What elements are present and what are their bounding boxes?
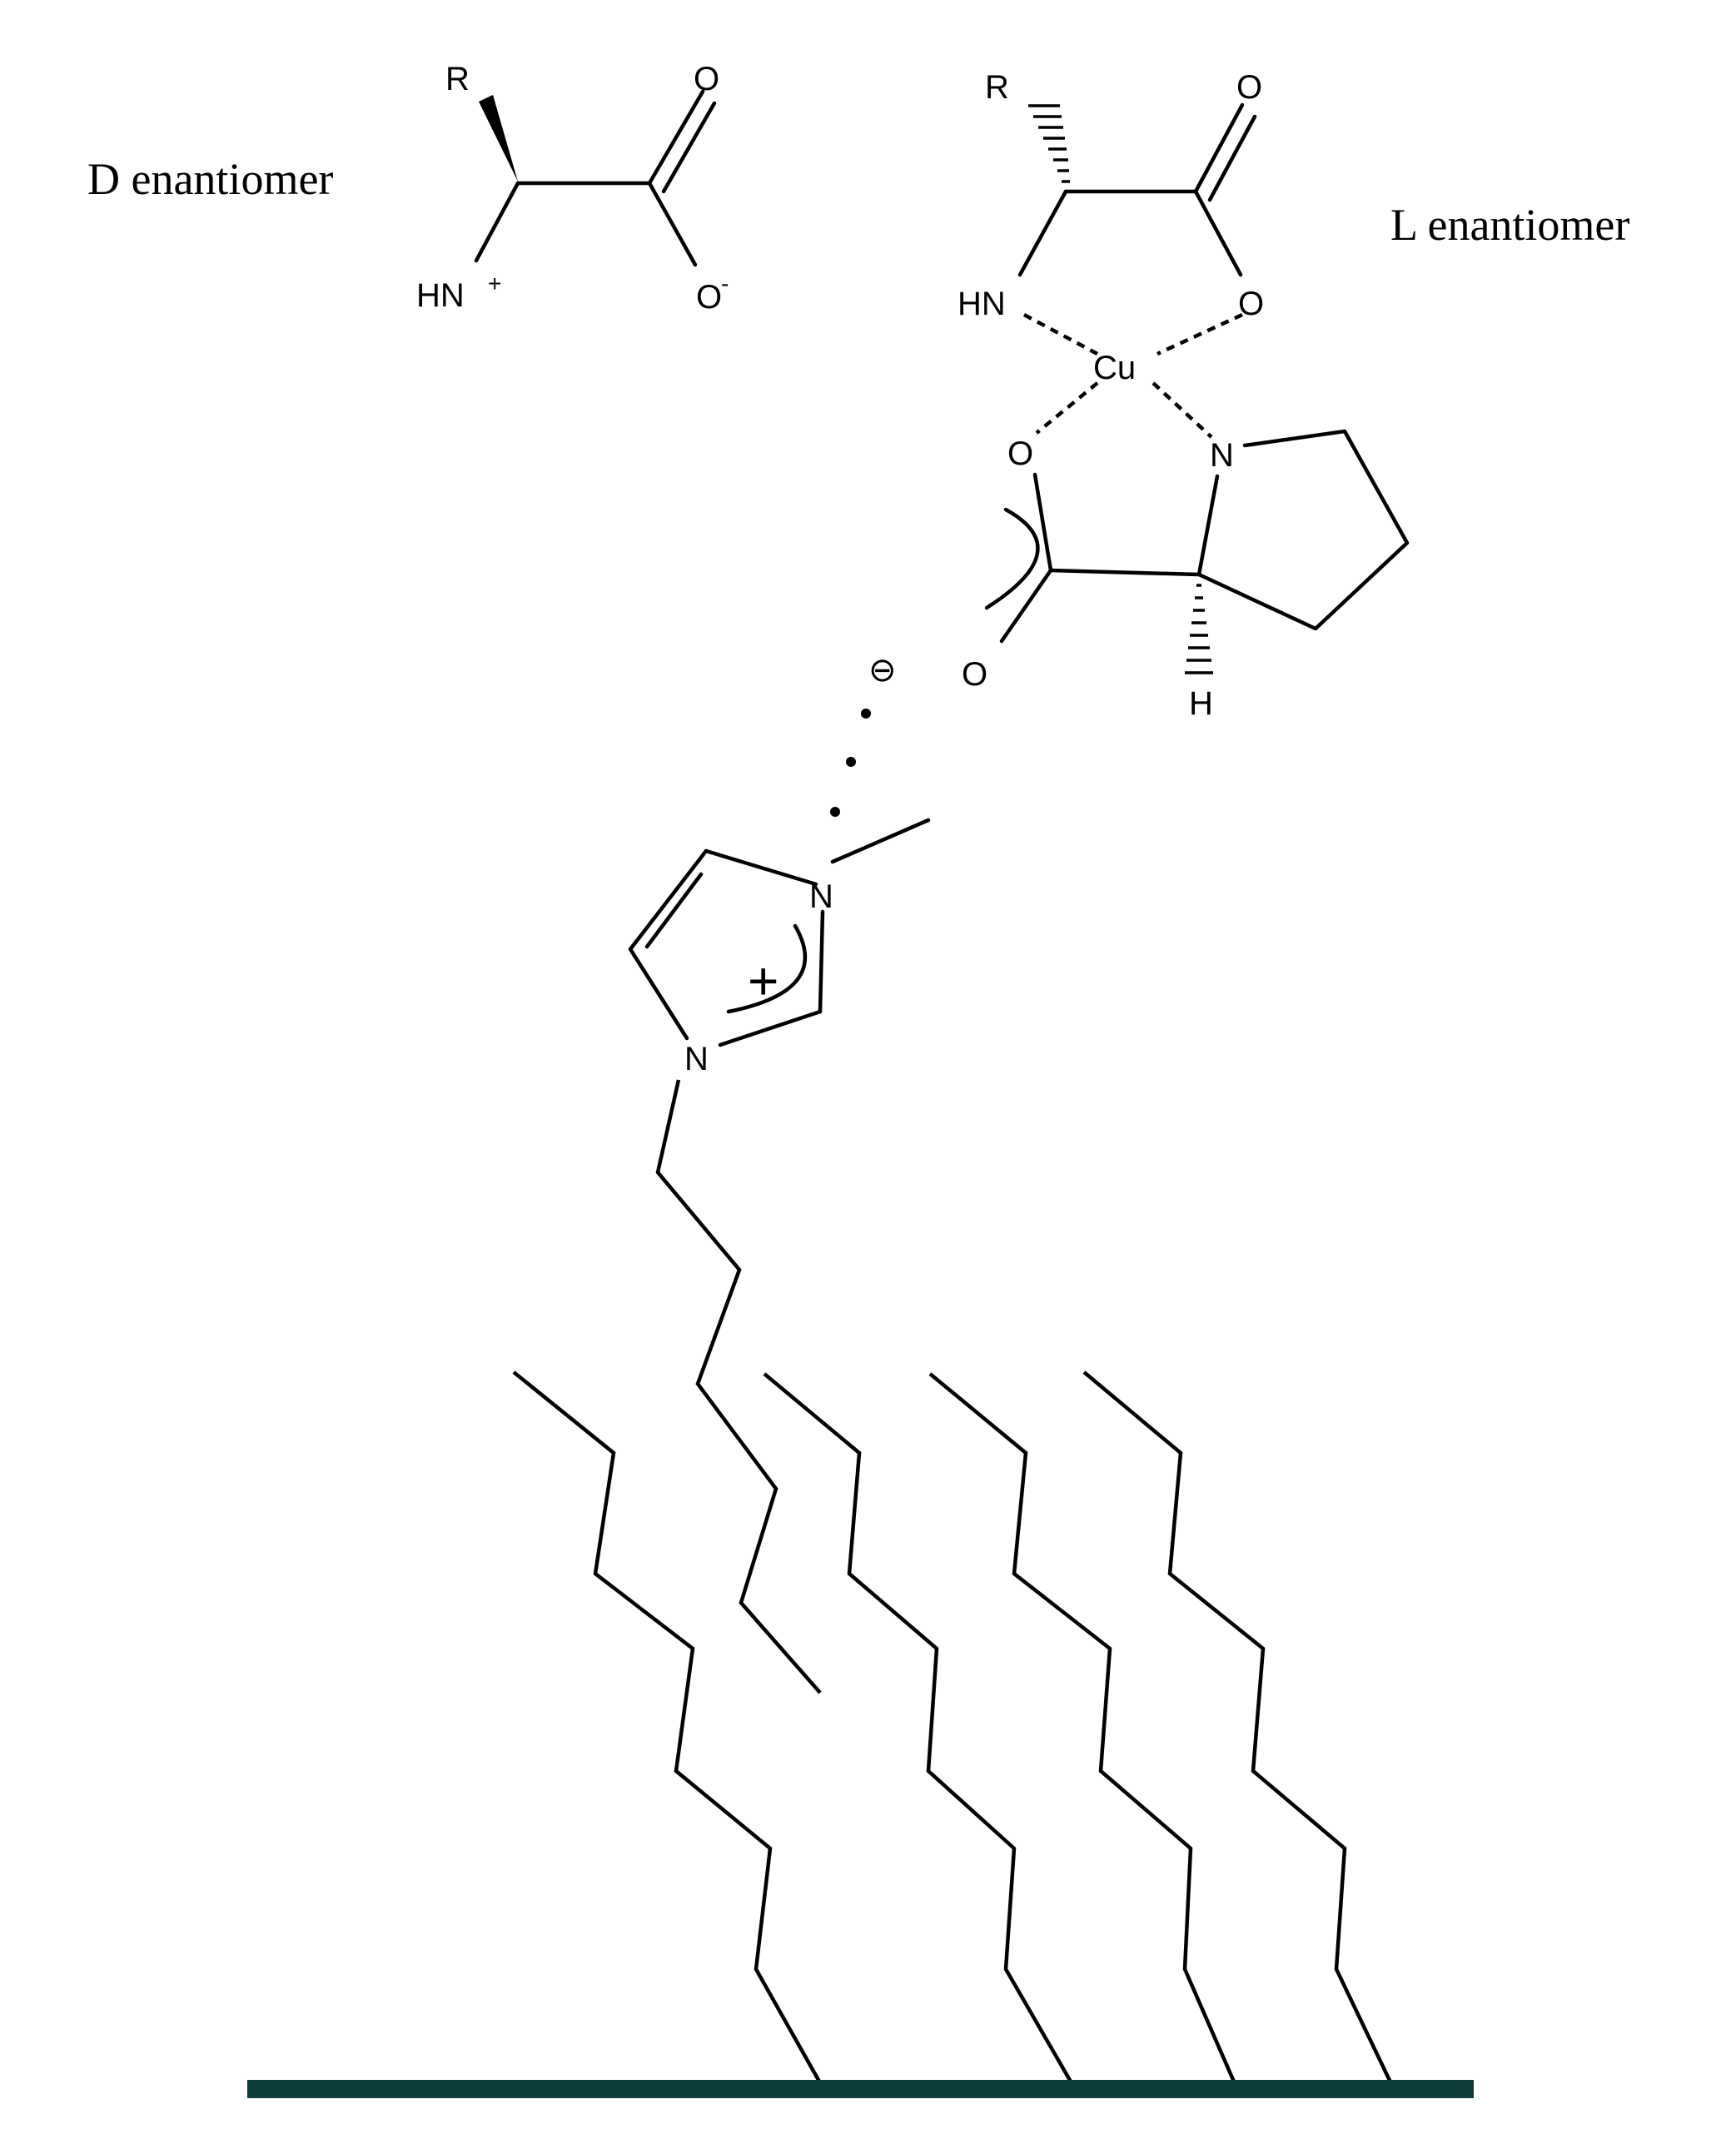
l-amino-acid: R O HN O [958,69,1264,322]
d-amine-charge: + [488,271,501,296]
d-carbonyl-oxygen: O [694,61,719,97]
imidazolium-n3: N [809,878,833,915]
proline-hydrogen: H [1189,685,1213,722]
stationary-phase-surface [247,2080,1474,2098]
l-amine-bond [1017,189,1068,277]
l-r-group: R [985,69,1009,106]
ion-pair-interaction-dots [830,709,871,817]
cu-proline-n-coordination-bond [1152,381,1213,439]
c18-chain-3 [928,1372,1239,2088]
imidazolium-charge: + [748,951,778,1011]
c18-chain-4 [1082,1370,1395,2088]
d-carbonyl-bond-1 [647,89,705,186]
proline-nitrogen: N [1210,437,1234,474]
imidazolium-cation: N N + [628,818,931,1077]
imidazolium-n3-c4-bond [704,848,818,887]
proline-co-bond-top [1032,472,1053,573]
c18-chain-1 [512,1370,824,2089]
imidazolium-alkyl-chain [655,1079,822,1694]
cu-o-coordination-bond [1157,312,1243,356]
d-carboxylate-bond [647,181,698,267]
proline-co-bond-bottom [999,568,1053,644]
c18-chain-2 [763,1372,1076,2089]
imidazolium-c4-c5-bond [628,848,709,952]
proline-carboxylate-delocalization-arc [984,507,1040,610]
d-amine-nh: HN [416,277,465,314]
d-carboxylate-oxygen: O [696,279,722,316]
copper-atom: Cu [1093,350,1136,386]
d-amine-bond [474,181,520,263]
imidazolium-n1: N [684,1041,709,1077]
imidazolium-c5-n1-bond [628,947,689,1041]
l-enantiomer-label: L enantiomer [1390,200,1629,250]
d-r-group: R [445,61,470,97]
stationary-phase-chains [512,1370,1395,2089]
d-enantiomer-label: D enantiomer [87,154,333,204]
cu-proline-o-coordination-bond [1035,381,1099,435]
l-hashed-wedge-bond [1028,104,1070,183]
l-carbonyl-bond-1 [1193,102,1245,194]
imidazolium-delocalization-arc [726,923,808,1014]
d-amino-acid: R O HN + O - [416,61,729,316]
d-carboxylate-charge: - [721,271,729,296]
d-carbonyl-bond-2 [661,101,717,194]
proline-top-oxygen: O [1007,435,1033,472]
proline-carboxyl-alpha-bond [1048,568,1201,577]
l-carbonyl-bond-2 [1207,114,1257,202]
imidazolium-c4-c5-double-bond [644,872,704,949]
n-methyl-bond [830,818,931,864]
d-wedge-bond [479,95,518,182]
proline-pyrrolidine-ring [1196,429,1410,631]
proline-hashed-wedge-bond [1185,584,1213,674]
l-carboxylate-bond [1193,189,1243,277]
copper-complex: Cu [1022,312,1243,439]
cu-n-coordination-bond [1022,313,1099,356]
proline-ligand: O N O H ⊖ [868,429,1410,722]
proline-bottom-oxygen: O [962,656,987,693]
proline-alpha-n-bond [1196,474,1220,577]
l-amine-nh: HN [958,286,1006,322]
imidazolium-n1-c2-bond [718,1009,823,1047]
proline-anion-charge: ⊖ [868,652,897,689]
imidazolium-c2-n3-bond [818,909,825,1014]
l-carbonyl-oxygen: O [1236,69,1262,106]
